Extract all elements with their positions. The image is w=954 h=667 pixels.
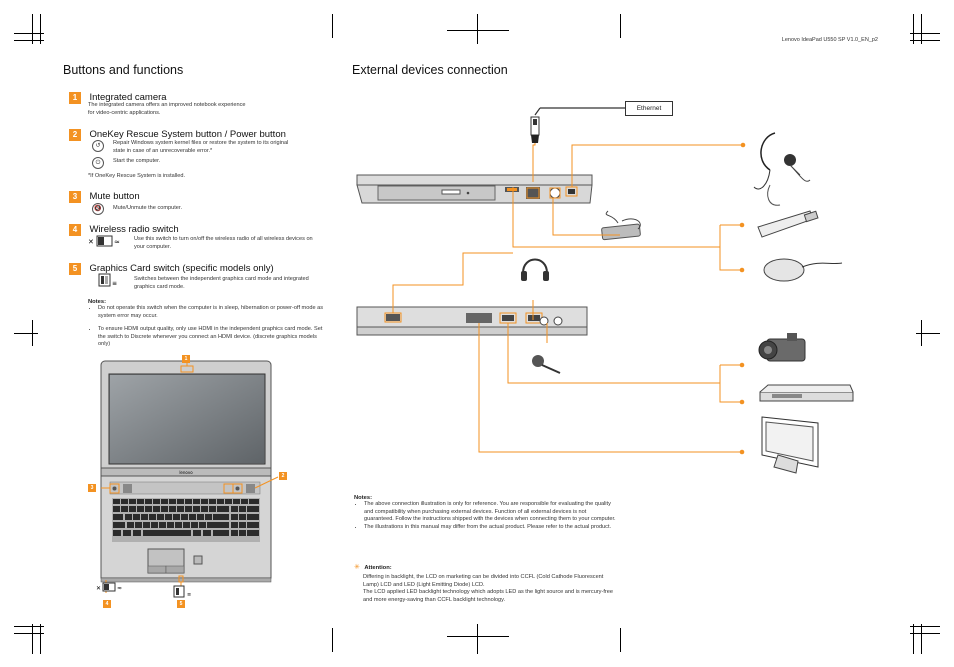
note-item: The above connection illustration is onl… [364, 501, 616, 524]
attention-text-2: The LCD applied LED backlight technology… [363, 589, 613, 603]
section-2-footnote: *If OneKey Rescue System is installed. [88, 173, 186, 179]
section-5-text: Switches between the independent graphic… [134, 276, 309, 290]
left-title: Buttons and functions [63, 63, 184, 77]
section-1: 1 Integrated camera [69, 87, 167, 105]
section-title: Mute button [89, 191, 140, 202]
callout-4: 4 [103, 600, 111, 608]
note-item: Do not operate this switch when the comp… [98, 305, 328, 320]
section-4-text: Use this switch to turn on/off the wirel… [134, 236, 313, 250]
svg-text:≡: ≡ [187, 592, 191, 598]
notes-title: Notes: [88, 299, 107, 305]
mute-icon: 🔇 [92, 203, 104, 215]
svg-text:≡: ≡ [112, 280, 117, 287]
svg-text:≈: ≈ [117, 585, 122, 592]
power-icon: ⏻ [92, 157, 104, 169]
section-number: 4 [69, 224, 81, 236]
note-item: The illustrations in this manual may dif… [364, 524, 616, 532]
attention-text-1: Differing in backlight, the LCD on marke… [363, 574, 604, 588]
note-item: To ensure HDMI output quality, only use … [98, 326, 328, 349]
section-number: 1 [69, 92, 81, 104]
section-1-text: The integrated camera offers an improved… [88, 102, 246, 116]
notes-title: Notes: [354, 495, 373, 501]
attention-block: ✳ Attention: Differing in backlight, the… [354, 556, 616, 604]
section-number: 3 [69, 191, 81, 203]
svg-text:✕: ✕ [88, 238, 94, 246]
section-number: 5 [69, 263, 81, 275]
section-title: Wireless radio switch [89, 224, 179, 235]
right-notes: Notes: The above connection illustration… [354, 495, 616, 531]
laptop-illustration: lenovo ✕ ≈ ≡ [96, 360, 279, 598]
section-title: Graphics Card switch (specific models on… [89, 263, 274, 274]
graphics-switch-icon: ≡ [98, 273, 117, 287]
ethernet-label: Ethernet [625, 101, 673, 116]
section-4: 4 Wireless radio switch [69, 219, 179, 237]
callout-5: 5 [177, 600, 185, 608]
section-3: 3 Mute button [69, 186, 140, 204]
callout-1: 1 [182, 355, 190, 363]
section-title: OneKey Rescue System button / Power butt… [89, 129, 286, 140]
section-5: 5 Graphics Card switch (specific models … [69, 258, 274, 276]
document-code: Lenovo IdeaPad U550 SP V1.0_EN_p2 [781, 37, 878, 43]
callout-2: 2 [279, 472, 287, 480]
svg-text:≈: ≈ [114, 238, 120, 246]
section-2-item2: Start the computer. [113, 158, 161, 164]
section-2-item1: Repair Windows system kernel files or re… [113, 140, 289, 154]
attention-title: Attention: [364, 565, 392, 571]
laptop-brand-logo: lenovo [179, 470, 193, 475]
svg-text:✕: ✕ [96, 585, 101, 592]
right-title: External devices connection [352, 63, 508, 77]
section-2: 2 OneKey Rescue System button / Power bu… [69, 124, 286, 142]
onekey-rescue-icon: ↺ [92, 140, 104, 152]
left-notes: Notes: Do not operate this switch when t… [88, 299, 328, 349]
callout-3: 3 [88, 484, 96, 492]
connection-diagram [356, 107, 854, 474]
section-number: 2 [69, 129, 81, 141]
wireless-switch-icon: ✕ ≈ [88, 235, 120, 247]
attention-icon: ✳ [354, 564, 360, 571]
section-title: Integrated camera [89, 92, 167, 103]
section-3-text: Mute/Unmute the computer. [113, 205, 183, 211]
